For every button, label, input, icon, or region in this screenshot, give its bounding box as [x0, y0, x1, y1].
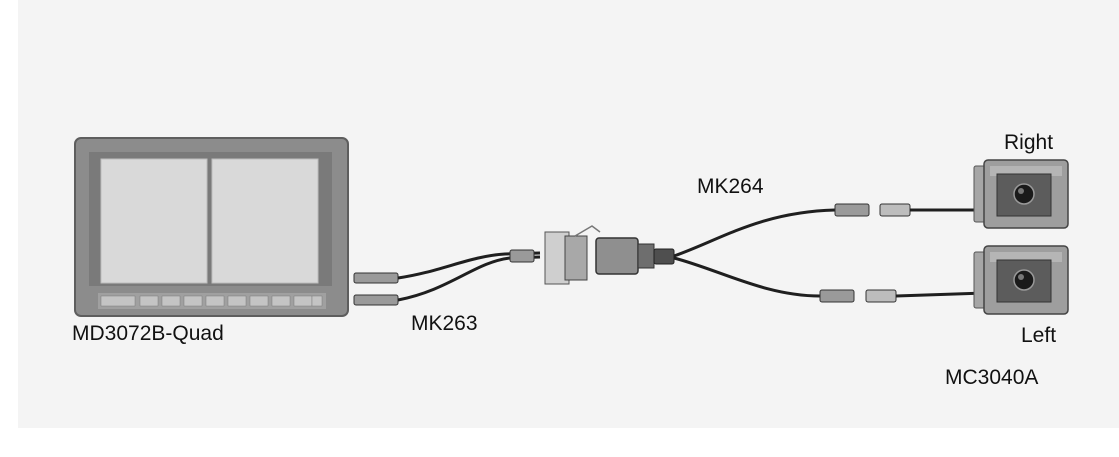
monitor-model-label: MD3072B-Quad	[72, 322, 224, 345]
backup-camera-icon	[973, 245, 1069, 315]
monitor-buttons	[100, 295, 323, 307]
monitor-button	[183, 295, 203, 307]
camera-plug-left	[865, 289, 897, 303]
camera-left-hood	[990, 252, 1062, 262]
mk263-plug-lower	[353, 294, 399, 306]
monitor-button	[227, 295, 247, 307]
backup-camera-icon	[973, 159, 1069, 229]
monitor-quad-left	[100, 158, 208, 284]
mk264-wire-right	[673, 208, 836, 258]
connector-tail	[653, 248, 675, 265]
camera-right-lens-glint	[1018, 188, 1024, 194]
monitor-button	[293, 295, 313, 307]
camera-left-lens	[1013, 269, 1035, 291]
connector-collar	[637, 243, 655, 269]
monitor-brand-badge	[100, 295, 136, 307]
mk264-wire-left	[673, 256, 821, 298]
mk264-cable-label: MK264	[697, 175, 764, 198]
left-camera-label: Left	[1021, 324, 1057, 347]
mk263-plug-upper	[353, 272, 399, 284]
camera-lead-left	[895, 291, 986, 298]
mk264-cable	[673, 203, 986, 303]
monitor-button	[205, 295, 225, 307]
bulkhead-bracket	[574, 225, 601, 237]
camera-right-hood	[990, 166, 1062, 176]
monitor-button	[161, 295, 181, 307]
mk263-cable	[353, 249, 541, 306]
bulkhead-body	[564, 235, 588, 281]
quad-monitor-icon	[74, 137, 349, 317]
mk264-plug-left	[819, 289, 855, 303]
camera-right-lens	[1013, 183, 1035, 205]
monitor-button	[311, 295, 323, 307]
connector-housing	[595, 237, 639, 275]
monitor-quad-right	[211, 158, 319, 284]
mk263-junction	[509, 249, 535, 263]
cable-connector-icon	[544, 225, 675, 285]
camera-left-lens-glint	[1018, 274, 1024, 280]
monitor-button	[249, 295, 269, 307]
monitor-button	[139, 295, 159, 307]
camera-model-label: MC3040A	[945, 366, 1039, 389]
mk264-plug-right	[834, 203, 870, 217]
monitor-button	[271, 295, 291, 307]
mk263-wire-lower	[397, 255, 541, 302]
right-camera-label: Right	[1004, 131, 1054, 154]
camera-plug-right	[879, 203, 911, 217]
mk263-wire-upper	[397, 251, 541, 280]
mk263-cable-label: MK263	[411, 312, 478, 335]
